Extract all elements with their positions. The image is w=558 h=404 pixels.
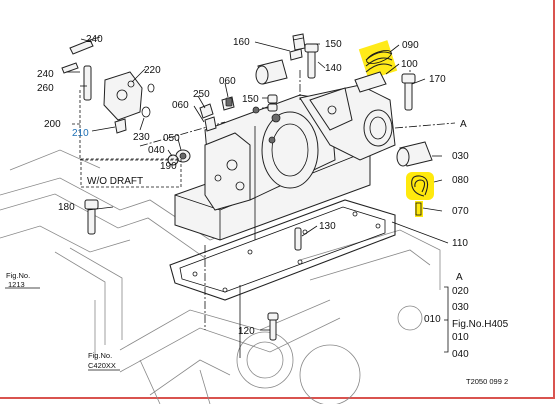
callout-060: 060 (172, 100, 189, 111)
callout-240: 240 (86, 34, 103, 45)
draft-box (80, 158, 182, 188)
bolt-240 (69, 36, 101, 55)
callout-070: 070 (452, 206, 469, 217)
seal-220 (147, 83, 155, 93)
legend-item: 040 (452, 349, 469, 360)
callout-040: 040 (148, 145, 165, 156)
callout-150: 150 (325, 39, 342, 50)
pin-070 (415, 201, 423, 217)
plug-150b (267, 94, 278, 112)
callout-230: 230 (133, 132, 150, 143)
callout-100: 100 (401, 59, 418, 70)
legend-item: Fig.No.H405 (452, 319, 509, 330)
nut-250 (199, 103, 217, 132)
ring-060 (225, 97, 233, 107)
legend-item: 020 (452, 286, 469, 297)
callout-030: 030 (452, 151, 469, 162)
bolt-170 (401, 73, 416, 111)
stud-head (267, 312, 279, 321)
draft-label: W/O DRAFT (87, 176, 143, 187)
legend-group-label: 010 (424, 314, 441, 325)
callout-140: 140 (325, 63, 342, 74)
callout-180: 180 (58, 202, 75, 213)
pin-260 (83, 65, 92, 101)
fig-ref-title: Fig.No. (88, 351, 112, 360)
callout-a: A (460, 119, 467, 130)
callout-160: 160 (233, 37, 250, 48)
cap-160 (292, 33, 306, 51)
callout-240: 240 (37, 69, 54, 80)
fig-ref-1213: Fig.No. 1213 (6, 271, 30, 289)
bushing-030 (396, 141, 433, 167)
bracket-200 (103, 71, 143, 121)
callout-050: 050 (163, 133, 180, 144)
fig-ref-number: C420XX (88, 361, 116, 370)
callout-090: 090 (402, 40, 419, 51)
callout-110: 110 (452, 238, 468, 249)
lift-housing (204, 84, 396, 211)
fitting-050 (175, 149, 191, 163)
gasket-110 (169, 199, 396, 301)
callout-150: 150 (242, 94, 259, 105)
legend-bracket (444, 286, 449, 353)
snap-ring-080 (406, 172, 434, 200)
legend-head: A (456, 272, 463, 283)
spring-090 (358, 40, 398, 80)
callout-170: 170 (429, 74, 446, 85)
bolt-240b (61, 62, 79, 74)
callout-200: 200 (44, 119, 61, 130)
ring-230 (141, 106, 151, 118)
tractor-frame (0, 149, 441, 404)
callout-210: 210 (72, 128, 89, 139)
fig-ref-title: Fig.No. (6, 271, 30, 280)
bolt-180 (84, 199, 99, 235)
callout-220: 220 (144, 65, 161, 76)
callout-120: 120 (238, 326, 255, 337)
bolt-head (304, 43, 319, 53)
callout-060: 060 (219, 76, 236, 87)
callout-250: 250 (193, 89, 210, 100)
plate-100 (354, 71, 387, 93)
stud-130 (294, 227, 302, 251)
callout-260: 260 (37, 83, 54, 94)
legend-item: 010 (452, 332, 469, 343)
plug-210 (114, 118, 127, 134)
footer-code: T2050 099 2 (466, 377, 508, 386)
callout-080: 080 (452, 175, 469, 186)
legend-item: 030 (452, 302, 469, 313)
legend: A 020 030 Fig.No.H405 010 040 010 (424, 272, 509, 360)
callout-130: 130 (319, 221, 336, 232)
fig-ref-number: 1213 (8, 280, 25, 289)
callout-190: 190 (160, 161, 177, 172)
bushing-140 (255, 59, 288, 85)
stud-120 (269, 317, 277, 341)
callout-labels: 240 240 260 200 210 220 230 250 060 060 … (37, 34, 469, 337)
fig-ref-c420xx: Fig.No. C420XX (88, 351, 116, 370)
centerline-a (394, 122, 456, 129)
leader-lines (66, 38, 449, 358)
plug-150 (289, 48, 303, 61)
